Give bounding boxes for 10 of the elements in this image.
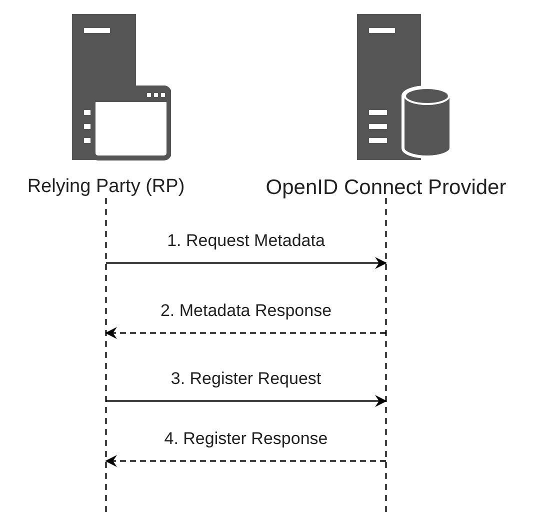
message-arrow	[106, 257, 387, 269]
participant-label: Relying Party (RP)	[27, 176, 185, 198]
edge-label: 4. Register Response	[162, 429, 330, 449]
edge-label: 3. Register Request	[168, 369, 324, 389]
participant-label: OpenID Connect Provider	[266, 176, 506, 200]
edge-label: 2. Metadata Response	[158, 301, 334, 321]
message-arrow	[106, 395, 387, 407]
message-arrow	[105, 327, 386, 339]
message-arrow	[105, 455, 386, 467]
edge-label: 1. Request Metadata	[165, 231, 327, 251]
